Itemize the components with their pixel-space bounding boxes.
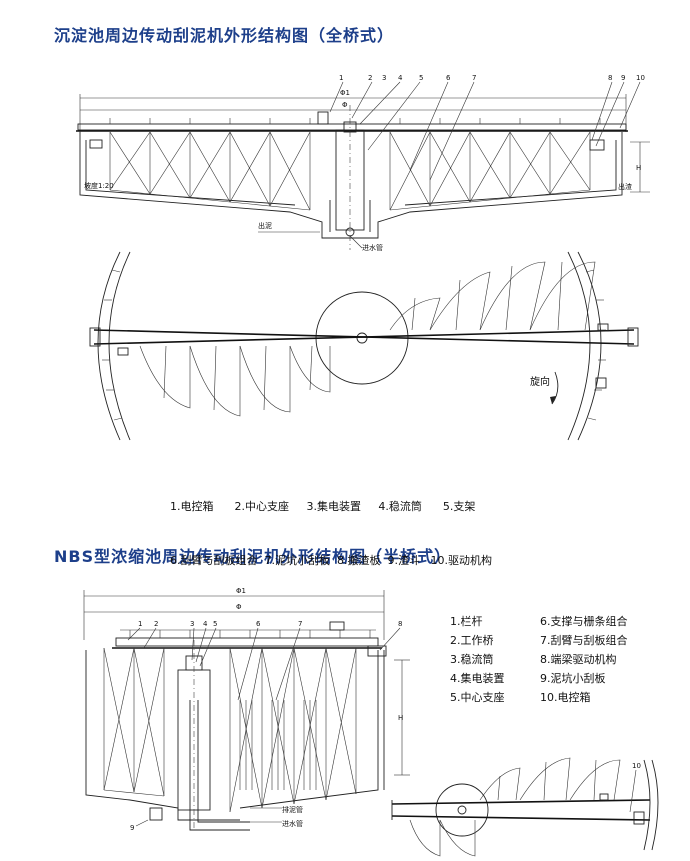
d1-num-4: 4	[398, 74, 403, 82]
d2-num-2: 2	[154, 620, 158, 628]
diagram1-elevation: Φ1 Φ	[76, 74, 650, 252]
diagram1-plan: 旋向	[89, 251, 639, 441]
diagram2-legend: 1.栏杆 6.支撑与栅条组合 2.工作桥 7.刮臂与刮板组合 3.稳流筒 8.端…	[450, 612, 670, 707]
diagram1-title: 沉淀池周边传动刮泥机外形结构图（全桥式）	[54, 26, 395, 45]
d2-legend-item-3: 3.稳流筒	[450, 653, 494, 666]
d2-legend-item-10: 10.电控箱	[540, 691, 591, 704]
d2-num-3: 3	[190, 620, 194, 628]
d1-legend-line-2: 6.刮臂与刮板组合 7.泥坑小刮板 8.搬渣板 9.渣斗 10.驱动机构	[170, 554, 492, 567]
d2-legend-item-4: 4.集电装置	[450, 672, 505, 685]
d1-plan-scrapers-lower	[139, 345, 331, 417]
d2-trusses	[103, 647, 357, 813]
d1-water-in-label: 进水管	[362, 243, 383, 252]
d1-phi-label: Φ	[342, 101, 348, 109]
diagram2-plan: 10	[391, 757, 659, 857]
d1-sludge-out-label: 出泥	[258, 221, 272, 230]
d2-num-8: 8	[398, 620, 402, 628]
d2-drain-label: 排泥管	[282, 805, 303, 814]
d2-num-1: 1	[138, 620, 142, 628]
d2-phi1-label: Φ1	[236, 587, 246, 595]
d2-num-7: 7	[298, 620, 302, 628]
d1-legend-line-1: 1.电控箱 2.中心支座 3.集电装置 4.稳流筒 5.支架	[170, 500, 476, 513]
d1-num-1: 1	[339, 74, 343, 82]
d2-phi-label: Φ	[236, 603, 242, 611]
d2-num-9: 9	[130, 824, 134, 832]
d1-slope-label: 坡度1:20	[84, 181, 114, 190]
d1-outflow-label: 出渣	[618, 182, 632, 191]
d1-num-9: 9	[621, 74, 625, 82]
d1-num-6: 6	[446, 74, 451, 82]
d2-legend-item-7: 7.刮臂与刮板组合	[540, 634, 628, 647]
d2-h-label: H	[398, 714, 403, 722]
d2-num-6: 6	[256, 620, 261, 628]
d2-legend-item-2: 2.工作桥	[450, 634, 494, 647]
d2-num-5: 5	[213, 620, 217, 628]
d2-legend-item-1: 1.栏杆	[450, 615, 483, 628]
d2-legend-item-5: 5.中心支座	[450, 691, 505, 704]
d1-num-5: 5	[419, 74, 423, 82]
d1-num-7: 7	[472, 74, 476, 82]
diagram2-elevation: Φ1 Φ H	[83, 587, 410, 832]
d2-legend-item-6: 6.支撑与栅条组合	[540, 615, 628, 628]
d1-rotation-label: 旋向	[530, 375, 550, 388]
d2-legend-item-9: 9.泥坑小刮板	[540, 672, 606, 685]
diagram2-title: NBS型浓缩池周边传动刮泥机外形结构图（半桥式）	[54, 547, 452, 566]
d1-electric-box	[317, 111, 329, 125]
d1-num-2: 2	[368, 74, 372, 82]
d2-num-10: 10	[632, 762, 641, 770]
diagram1-legend: 1.电控箱 2.中心支座 3.集电装置 4.稳流筒 5.支架 6.刮臂与刮板组合…	[170, 462, 492, 588]
d1-left-truss	[109, 131, 311, 211]
d1-num-8: 8	[608, 74, 612, 82]
d2-water-in-label: 进水管	[282, 819, 303, 828]
d1-plan-scrapers-upper	[389, 261, 596, 331]
d1-right-truss	[389, 131, 591, 211]
d2-legend-item-8: 8.端梁驱动机构	[540, 653, 617, 666]
d2-num-4: 4	[203, 620, 208, 628]
d1-phi1-label: Φ1	[340, 89, 350, 97]
d1-h-label: H	[636, 164, 641, 172]
d1-num-10: 10	[636, 74, 645, 82]
d1-num-3: 3	[382, 74, 386, 82]
